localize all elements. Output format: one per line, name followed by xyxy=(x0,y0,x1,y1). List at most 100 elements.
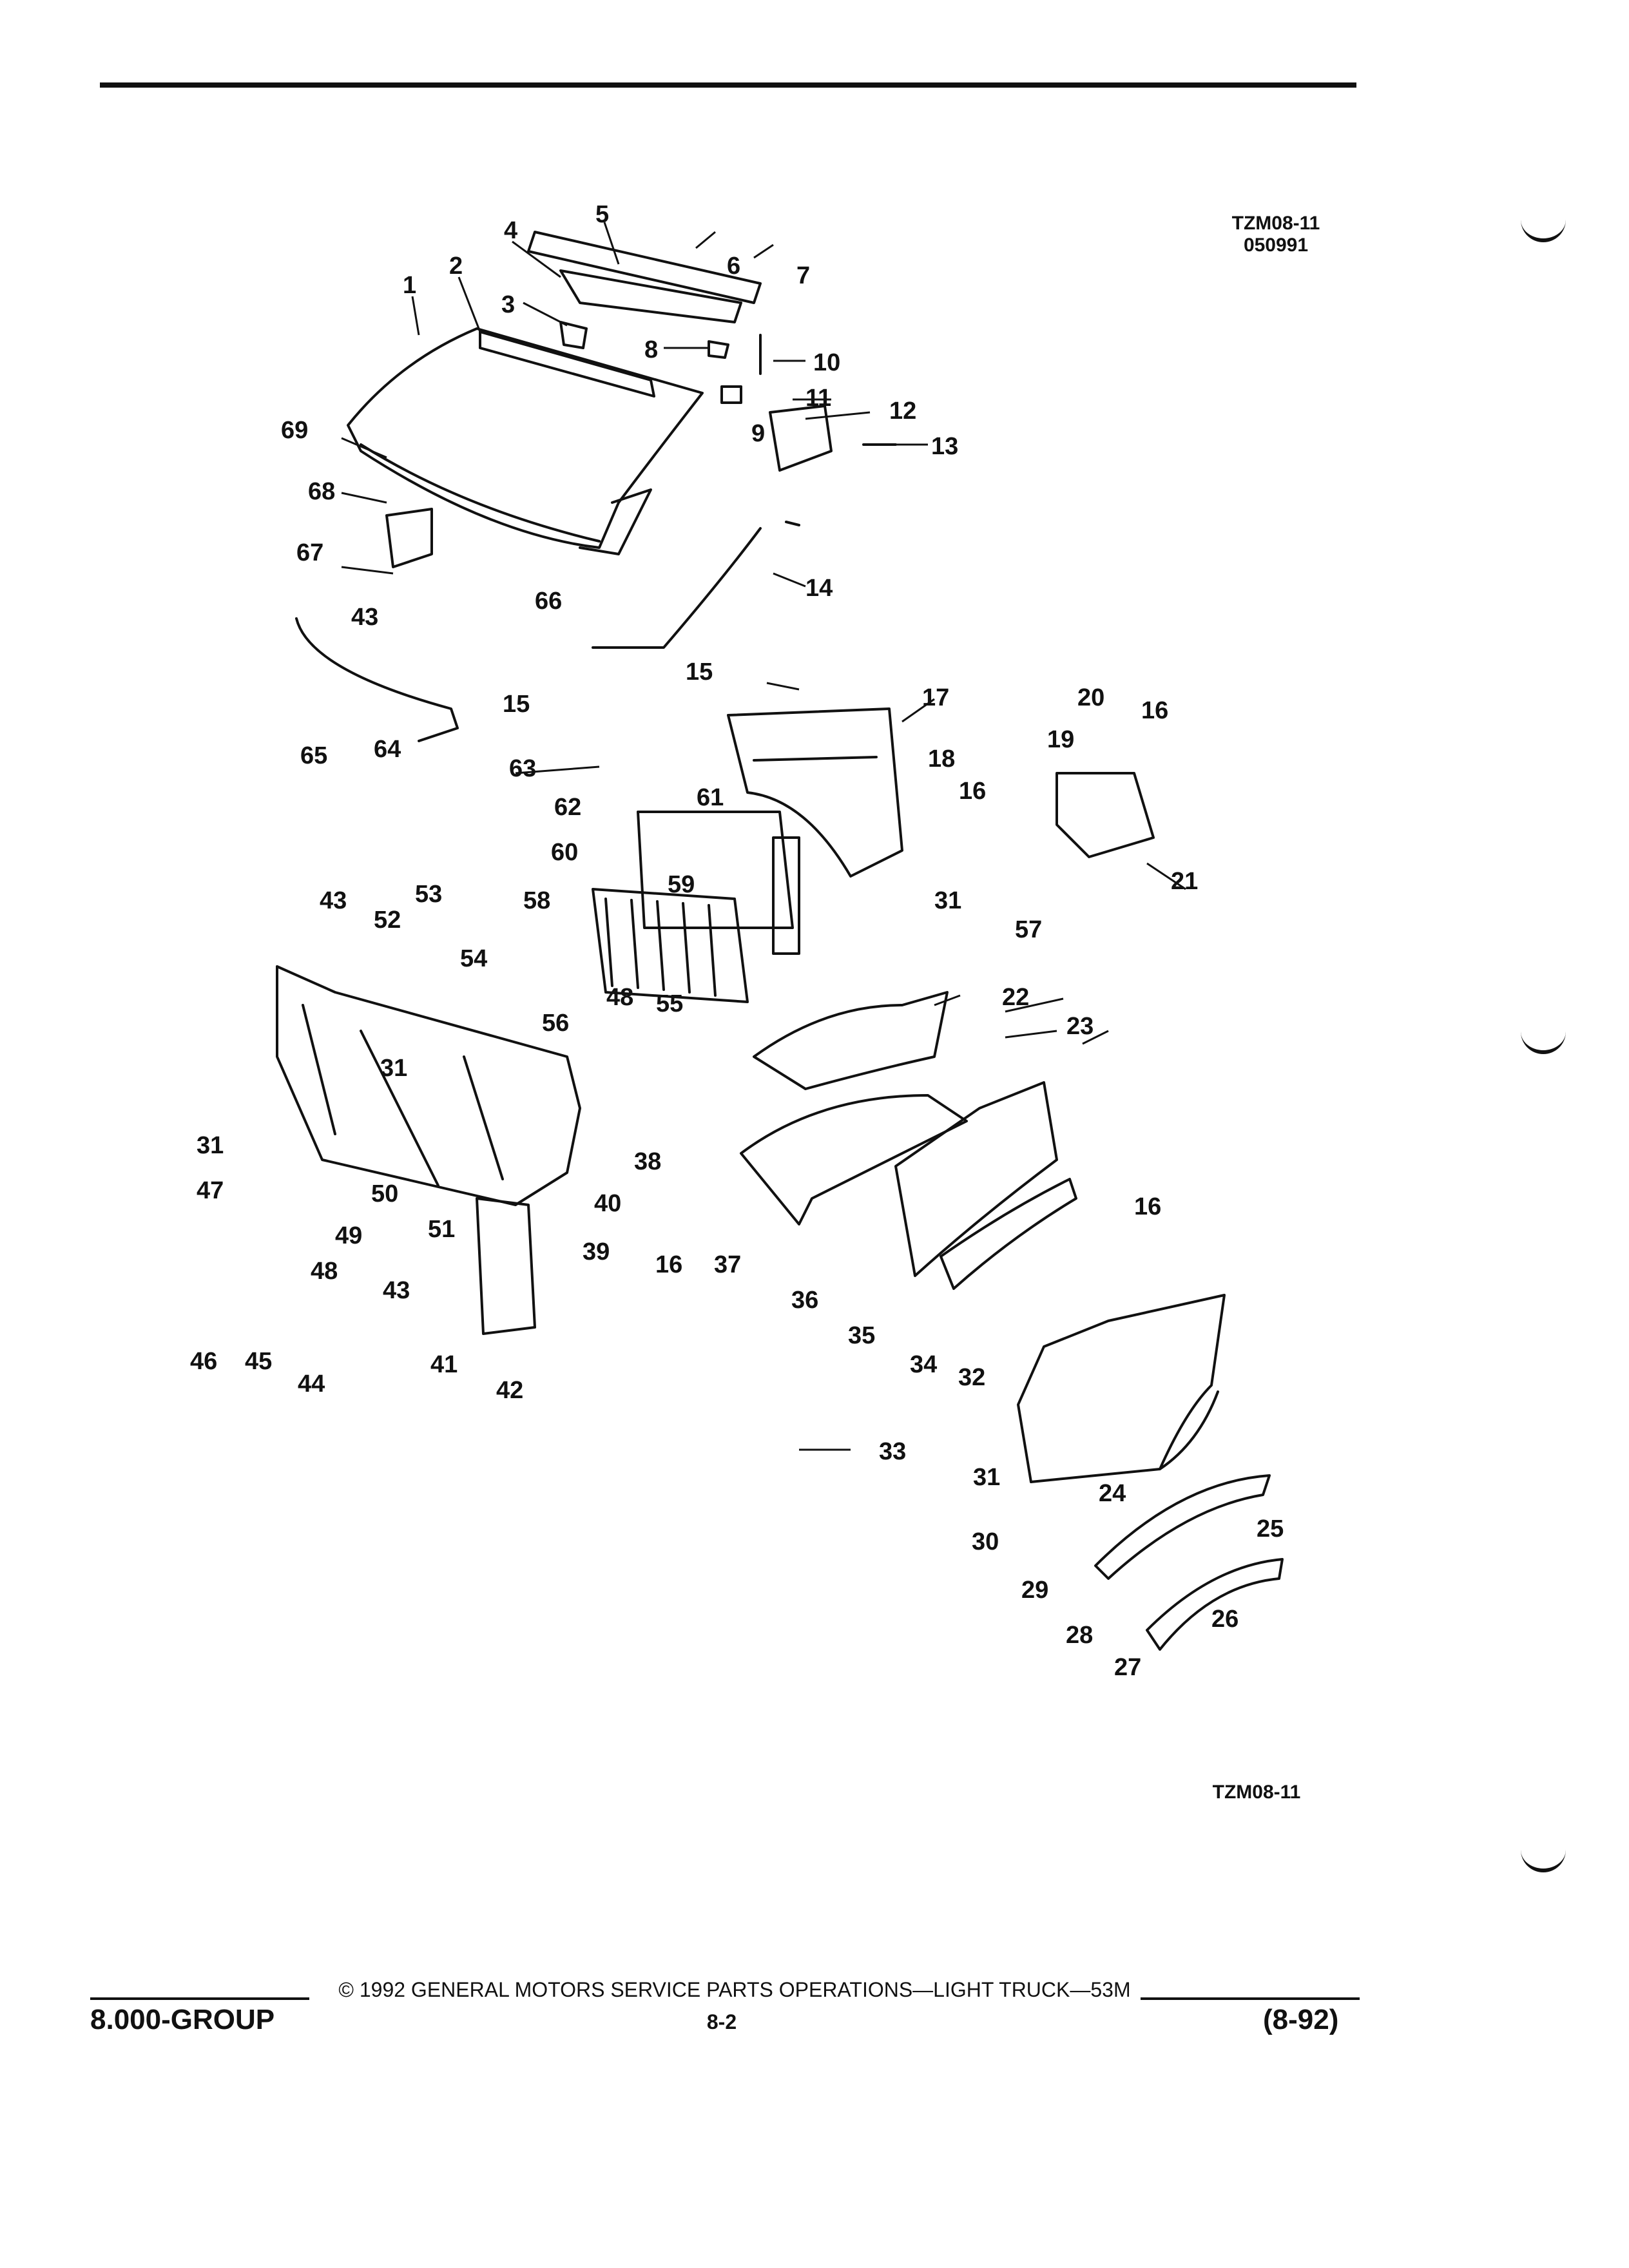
callout-34: 34 xyxy=(910,1351,937,1378)
callout-31c: 31 xyxy=(197,1132,224,1159)
callout-60: 60 xyxy=(551,839,578,866)
callout-30: 30 xyxy=(972,1528,999,1555)
callout-5: 5 xyxy=(595,201,609,228)
callout-29: 29 xyxy=(1021,1577,1048,1604)
callout-43: 43 xyxy=(351,604,378,631)
callout-17: 17 xyxy=(922,684,949,711)
figure-code-top: TZM08-11 050991 xyxy=(1211,213,1340,256)
callout-54: 54 xyxy=(460,945,487,972)
footer-revision: (8-92) xyxy=(1263,2004,1339,2035)
callout-21: 21 xyxy=(1171,868,1198,895)
callout-38: 38 xyxy=(634,1148,661,1175)
callout-7: 7 xyxy=(796,262,810,289)
callout-8: 8 xyxy=(644,336,658,363)
callout-58: 58 xyxy=(523,887,550,914)
callout-33: 33 xyxy=(879,1438,906,1465)
callout-6: 6 xyxy=(727,253,740,280)
footer-group: 8.000-GROUP xyxy=(90,2004,275,2035)
callout-18: 18 xyxy=(928,745,955,773)
callout-46: 46 xyxy=(190,1348,217,1375)
callout-43b: 43 xyxy=(320,887,347,914)
callout-40: 40 xyxy=(594,1190,621,1217)
callout-51: 51 xyxy=(428,1216,455,1243)
callout-66: 66 xyxy=(535,588,562,615)
callout-36: 36 xyxy=(791,1287,818,1314)
callout-27: 27 xyxy=(1114,1654,1141,1681)
callout-16d: 16 xyxy=(1134,1193,1161,1220)
callout-26: 26 xyxy=(1211,1606,1239,1633)
callout-16b: 16 xyxy=(959,778,986,805)
callout-56: 56 xyxy=(542,1010,569,1037)
callout-49: 49 xyxy=(335,1222,362,1249)
callout-3: 3 xyxy=(501,291,515,318)
callout-28: 28 xyxy=(1066,1622,1093,1649)
callout-39: 39 xyxy=(583,1238,610,1265)
footer-rule-right xyxy=(1141,1997,1360,2000)
callout-53: 53 xyxy=(415,881,442,908)
callout-25: 25 xyxy=(1257,1515,1284,1542)
inner-wheelhouse xyxy=(753,991,949,1090)
callout-2: 2 xyxy=(449,253,463,280)
callout-19: 19 xyxy=(1047,726,1074,753)
callout-61: 61 xyxy=(697,784,724,811)
callout-11: 11 xyxy=(805,385,831,412)
parts-drawing xyxy=(276,231,1284,1651)
radiator xyxy=(592,888,749,1003)
callout-41: 41 xyxy=(430,1351,458,1378)
callout-68: 68 xyxy=(308,478,335,505)
callout-22: 22 xyxy=(1002,984,1029,1011)
callout-50: 50 xyxy=(371,1180,398,1207)
callout-67: 67 xyxy=(296,539,323,566)
callout-43c: 43 xyxy=(383,1277,410,1304)
callout-57: 57 xyxy=(1015,916,1042,943)
callout-12: 12 xyxy=(889,398,916,425)
callout-48b: 48 xyxy=(311,1258,338,1285)
callout-35: 35 xyxy=(848,1322,875,1349)
registration-mark-1 xyxy=(1521,219,1566,242)
exploded-parts-diagram: 1 2 3 4 5 6 7 8 9 10 11 12 13 14 15 15 1… xyxy=(190,201,1284,1681)
registration-mark-3 xyxy=(1521,1849,1566,1872)
callout-16c: 16 xyxy=(655,1251,682,1278)
callout-44: 44 xyxy=(298,1370,325,1398)
callout-23: 23 xyxy=(1066,1013,1094,1040)
callout-42: 42 xyxy=(496,1377,523,1404)
callout-32: 32 xyxy=(958,1364,985,1391)
callout-59: 59 xyxy=(668,871,695,898)
callout-45: 45 xyxy=(245,1348,272,1375)
footer-copyright: © 1992 GENERAL MOTORS SERVICE PARTS OPER… xyxy=(338,1978,1131,2001)
callout-62: 62 xyxy=(554,794,581,821)
callout-65: 65 xyxy=(300,742,327,769)
callout-52: 52 xyxy=(374,907,401,934)
callout-16: 16 xyxy=(1141,697,1168,724)
callout-37: 37 xyxy=(714,1251,741,1278)
callout-10: 10 xyxy=(813,349,840,376)
callout-1: 1 xyxy=(403,272,416,299)
figure-code-bottom: TZM08-11 xyxy=(1212,1782,1301,1803)
footer-page-number: 8-2 xyxy=(706,2010,737,2033)
callout-24: 24 xyxy=(1099,1480,1126,1507)
callout-15b: 15 xyxy=(503,691,530,718)
top-rule xyxy=(100,82,1356,88)
radiator-baffle xyxy=(727,707,903,878)
callout-13: 13 xyxy=(931,433,958,460)
callout-9: 9 xyxy=(751,420,765,447)
hood-part xyxy=(347,327,704,549)
callout-14: 14 xyxy=(805,575,833,602)
registration-mark-2 xyxy=(1521,1031,1566,1054)
callout-numbers: 1 2 3 4 5 6 7 8 9 10 11 12 13 14 15 15 1… xyxy=(190,201,1284,1681)
callout-31: 31 xyxy=(934,887,961,914)
callout-31d: 31 xyxy=(973,1464,1000,1491)
callout-15: 15 xyxy=(686,658,713,686)
cowl-panel xyxy=(527,231,762,304)
footer-rule-left xyxy=(90,1997,309,2000)
callout-4: 4 xyxy=(504,217,517,244)
date-code: 050991 xyxy=(1243,235,1309,256)
wheel-flare xyxy=(1094,1474,1271,1580)
callout-31b: 31 xyxy=(380,1055,407,1082)
callout-47: 47 xyxy=(197,1177,224,1204)
leader-lines xyxy=(341,222,1186,1451)
fender xyxy=(1017,1294,1226,1483)
callout-64: 64 xyxy=(374,736,401,763)
radiator-support xyxy=(276,965,581,1206)
figure-code: TZM08-11 xyxy=(1231,213,1320,234)
